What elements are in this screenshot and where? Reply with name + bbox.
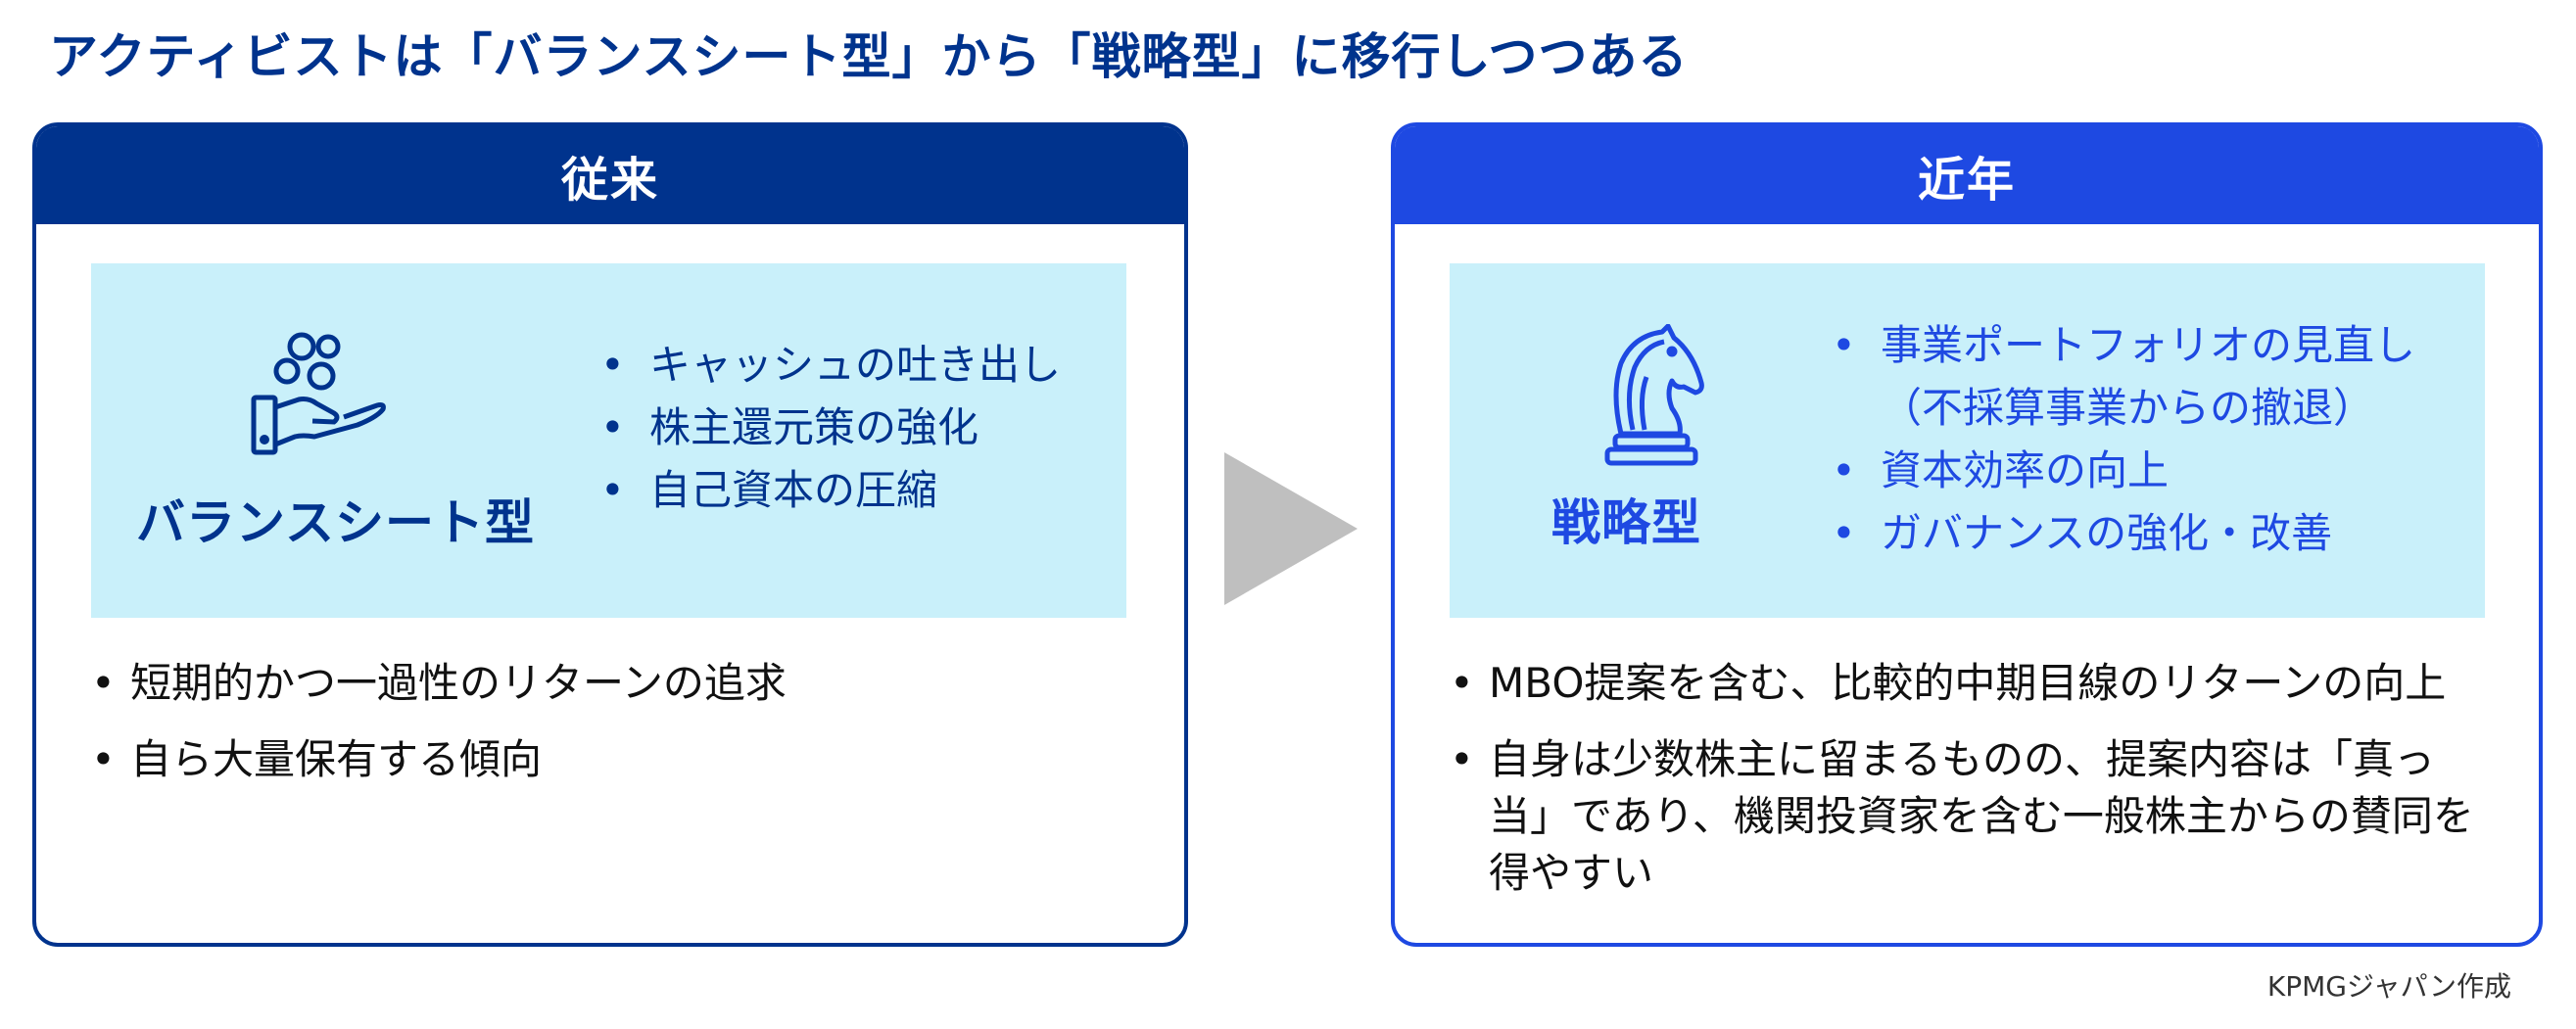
inner-list-recent: 事業ポートフォリオの見直し （不採算事業からの撤退） 資本効率の向上 ガバナンス… [1832, 314, 2415, 565]
list-item: 自己資本の圧縮 [600, 459, 1061, 522]
page-title: アクティビストは「バランスシート型」から「戦略型」に移行しつつある [49, 28, 1689, 85]
list-item: MBO提案を含む、比較的中期目線のリターンの向上 [1446, 655, 2484, 712]
panel-traditional: 従来 バランスシート型 キャッシュの吐き出し 株主還元策の強化 自己資本の圧縮 … [32, 122, 1188, 947]
coins-in-hand-icon [248, 327, 395, 468]
inner-list-traditional: キャッシュの吐き出し 株主還元策の強化 自己資本の圧縮 [600, 334, 1061, 522]
list-item: 株主還元策の強化 [600, 397, 1061, 459]
list-item: 事業ポートフォリオの見直し [1832, 314, 2415, 377]
list-item: キャッシュの吐き出し [600, 334, 1061, 397]
list-item: 短期的かつ一過性のリターンの追求 [87, 655, 787, 712]
source-note: KPMGジャパン作成 [2266, 970, 2511, 1003]
inner-box-traditional: バランスシート型 キャッシュの吐き出し 株主還元策の強化 自己資本の圧縮 [91, 263, 1126, 618]
list-item: 資本効率の向上 [1832, 440, 2415, 502]
list-item: 自ら大量保有する傾向 [87, 731, 787, 788]
panel-recent: 近年 戦略型 事業ポートフォリオの見直し （不採算事業からの撤退） 資本効率の向… [1391, 122, 2543, 947]
type-label-strategic: 戦略型 [1551, 494, 1701, 551]
list-item-continuation: （不採算事業からの撤退） [1881, 384, 2375, 432]
panel-header-traditional: 従来 [36, 126, 1184, 224]
outer-list-recent: MBO提案を含む、比較的中期目線のリターンの向上 自身は少数株主に留まるものの、… [1446, 655, 2484, 921]
list-item: ガバナンスの強化・改善 [1832, 502, 2415, 565]
type-label-balance-sheet: バランスシート型 [136, 494, 535, 551]
list-item: 自身は少数株主に留まるものの、提案内容は「真っ当」であり、機関投資家を含む一般株… [1446, 731, 2484, 902]
outer-list-traditional: 短期的かつ一過性のリターンの追求 自ら大量保有する傾向 [87, 655, 787, 808]
chess-knight-icon [1592, 323, 1709, 475]
panel-header-recent: 近年 [1395, 126, 2539, 224]
inner-box-recent: 戦略型 事業ポートフォリオの見直し （不採算事業からの撤退） 資本効率の向上 ガ… [1450, 263, 2485, 618]
transition-arrow-icon [1224, 452, 1358, 605]
